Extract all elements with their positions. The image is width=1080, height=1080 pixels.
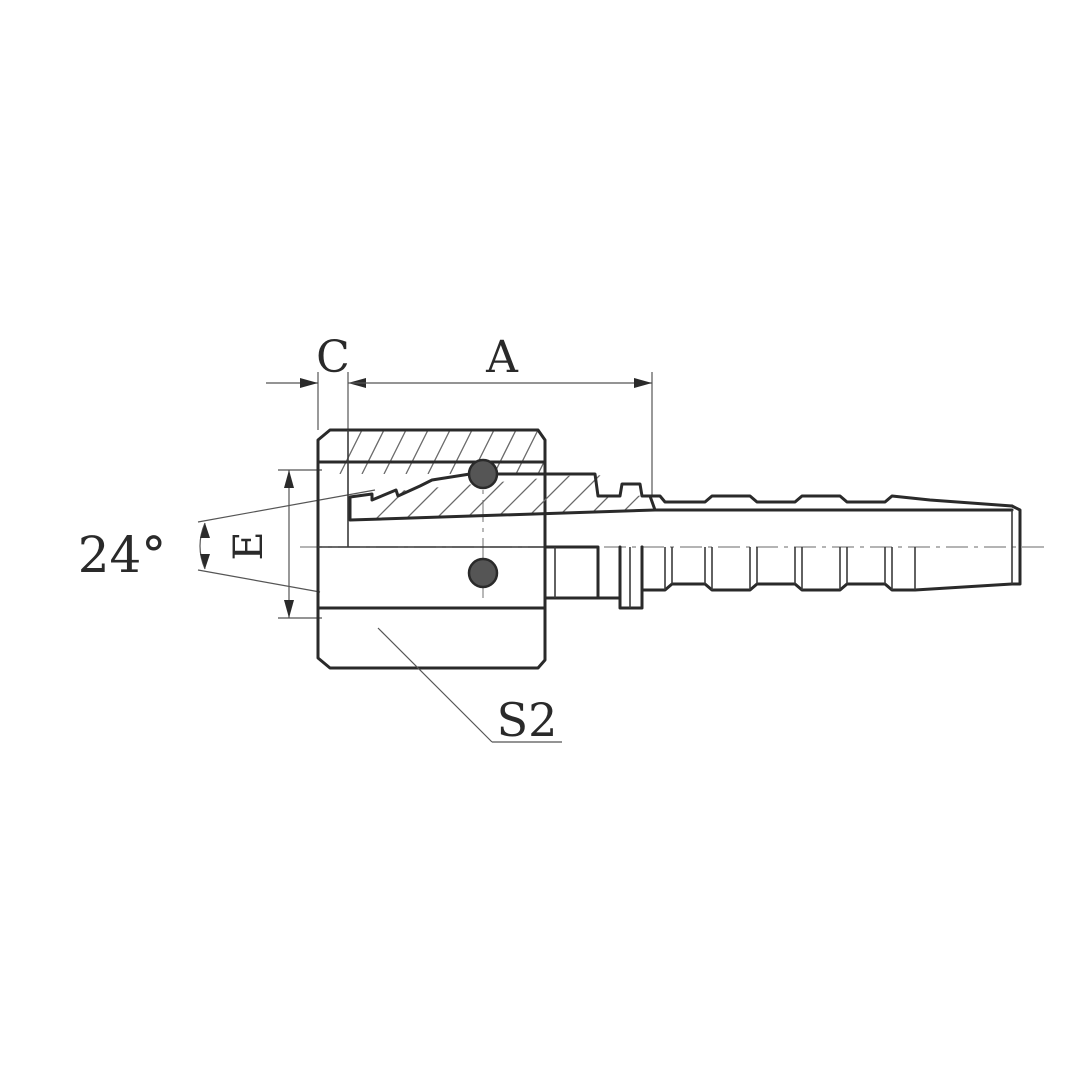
label-s2: S2 bbox=[497, 693, 558, 747]
dimension-s2: S2 bbox=[377, 627, 562, 747]
label-a: A bbox=[485, 332, 519, 383]
label-c: C bbox=[316, 332, 350, 383]
hose-tail bbox=[640, 494, 1022, 592]
angle-24: 24° bbox=[78, 489, 376, 593]
label-e: E bbox=[226, 531, 272, 560]
nut-section bbox=[339, 430, 545, 474]
body-section bbox=[348, 472, 657, 522]
lock-ball-top bbox=[467, 458, 499, 490]
hex-nut bbox=[316, 428, 547, 670]
dimension-e: E bbox=[226, 469, 322, 619]
dimension-a: A bbox=[348, 332, 653, 496]
dimension-c: C bbox=[266, 332, 366, 430]
body-exterior bbox=[543, 545, 644, 610]
lock-ball-bottom bbox=[467, 557, 499, 589]
label-angle: 24° bbox=[78, 526, 167, 584]
